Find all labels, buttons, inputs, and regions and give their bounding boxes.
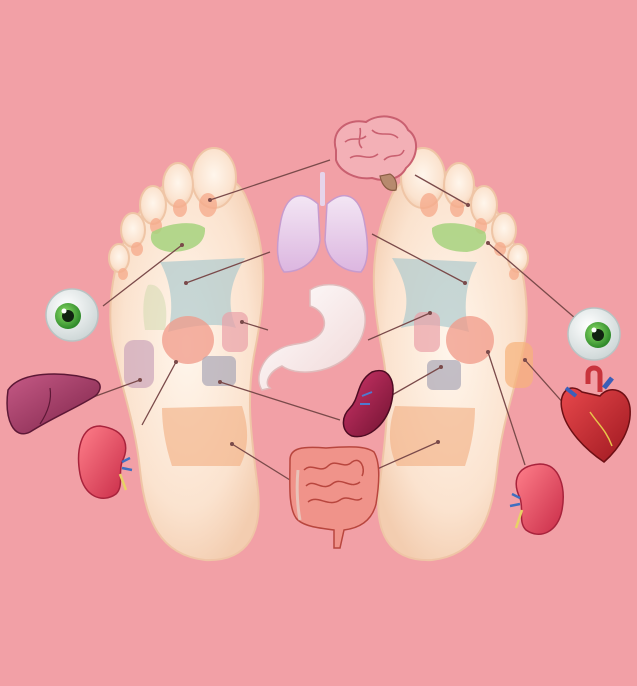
right-heart-zone xyxy=(505,342,533,388)
left-eye-zone xyxy=(150,223,206,252)
kidney-icon-left xyxy=(77,425,133,499)
right-eye-zone xyxy=(431,223,487,252)
heart-icon xyxy=(560,365,631,463)
lungs-icon xyxy=(276,172,369,273)
left-intestine-zone xyxy=(162,406,248,466)
liver-icon xyxy=(6,373,101,435)
stomach-icon xyxy=(258,283,366,391)
left-toe-5 xyxy=(108,243,130,273)
spleen-icon xyxy=(342,369,394,438)
kidney-icon-right xyxy=(509,463,564,535)
left-spleen-zone xyxy=(202,356,236,386)
left-upper-zone xyxy=(143,284,167,330)
right-toe-zones xyxy=(420,193,519,280)
leader-dots xyxy=(138,198,527,446)
right-toe-5 xyxy=(507,243,529,273)
right-toe-4 xyxy=(491,212,517,248)
right-foot xyxy=(372,147,533,562)
leader-lines xyxy=(84,159,576,481)
left-stomach-zone xyxy=(162,316,214,364)
right-lung-zone xyxy=(392,258,477,332)
brain-icon xyxy=(333,115,417,191)
eye-icon-right xyxy=(567,307,621,361)
right-toe-3 xyxy=(470,185,498,225)
left-foot xyxy=(108,147,265,562)
right-intestine-zone xyxy=(389,406,475,466)
right-solar-zone xyxy=(414,312,440,352)
eye-icon-left xyxy=(45,288,99,342)
right-stomach-zone xyxy=(446,316,494,364)
left-kidney-zone xyxy=(124,340,154,388)
left-lung-zone xyxy=(160,258,245,332)
right-spleen-zone xyxy=(427,360,461,390)
left-solar-zone xyxy=(222,312,248,352)
left-toe-3 xyxy=(139,185,167,225)
left-toe-4 xyxy=(120,212,146,248)
intestines-icon xyxy=(289,446,380,549)
